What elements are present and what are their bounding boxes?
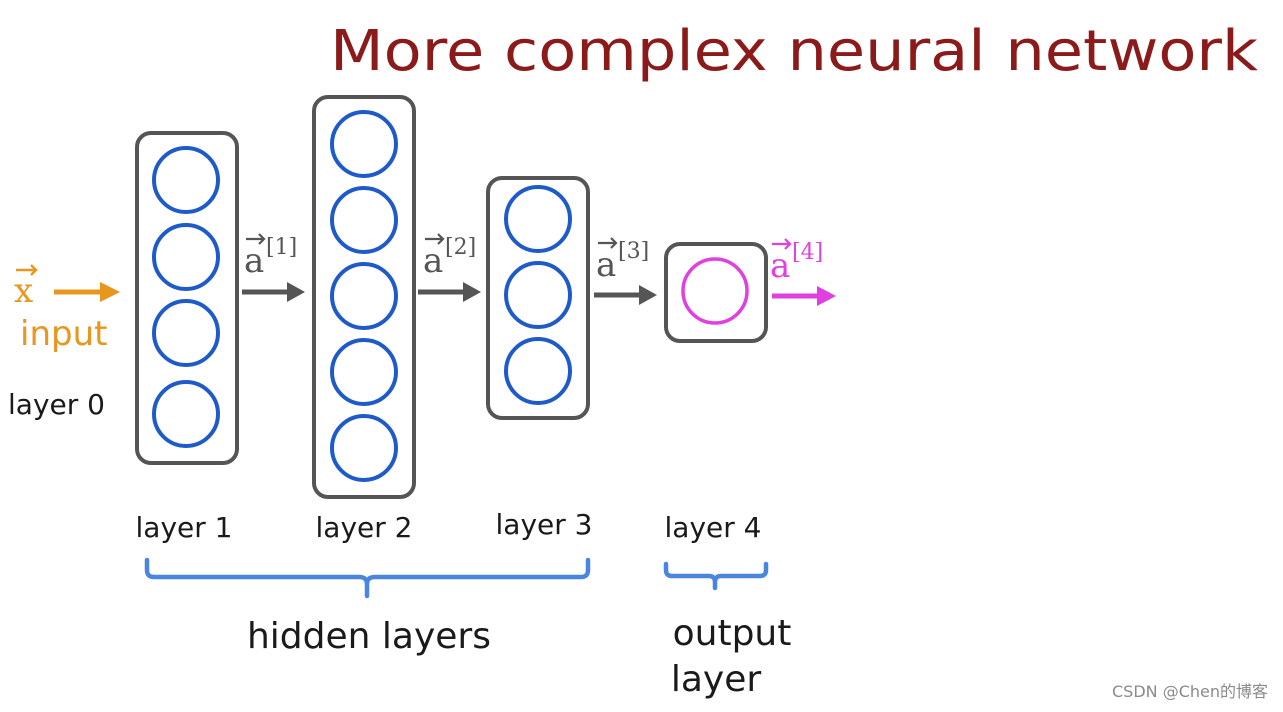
layer-4-label: layer 4 <box>665 511 762 544</box>
input-arrow <box>54 282 120 302</box>
arrow-2 <box>418 282 481 302</box>
neuron <box>330 338 398 406</box>
neuron <box>504 261 572 329</box>
activation-2-superscript: [2] <box>445 235 476 260</box>
activation-2-label: a [2] <box>423 233 476 281</box>
neuron <box>330 414 398 482</box>
neuron <box>152 380 220 448</box>
layer-1-box <box>135 131 239 465</box>
input-vector-label: x <box>14 264 38 311</box>
layer-2-label: layer 2 <box>316 511 413 544</box>
arrow-3 <box>594 285 657 305</box>
layer-3 <box>486 176 590 420</box>
layer-4 <box>664 242 768 343</box>
neuron <box>330 186 398 254</box>
arrow-1 <box>242 282 305 302</box>
layer-0-label: layer 0 <box>8 388 105 421</box>
layer-3-box <box>486 176 590 420</box>
hidden-layers-label: hidden layers <box>247 616 491 657</box>
activation-2-symbol: a <box>423 241 443 281</box>
input-vector-symbol: x <box>14 271 33 311</box>
layer-1-label: layer 1 <box>136 511 233 544</box>
activation-1-superscript: [1] <box>266 235 297 260</box>
watermark: CSDN @Chen的博客 <box>1112 682 1268 701</box>
neuron <box>152 299 220 367</box>
hidden-layers-brace <box>144 557 591 599</box>
activation-4-superscript: [4] <box>792 240 823 265</box>
neuron <box>330 110 398 178</box>
activation-3-symbol: a <box>596 245 616 285</box>
output-neuron <box>681 257 749 325</box>
output-layer-brace <box>663 561 769 591</box>
vector-arrow-icon <box>246 233 266 245</box>
activation-4-label: a [4] <box>770 238 823 286</box>
layer-4-box <box>664 242 768 343</box>
activation-4-symbol: a <box>770 246 790 286</box>
vector-arrow-icon <box>16 264 38 276</box>
neuron <box>504 185 572 253</box>
activation-1-label: a [1] <box>244 233 297 281</box>
layer-2 <box>312 95 416 499</box>
neuron <box>152 146 220 214</box>
neuron <box>330 262 398 330</box>
activation-3-label: a [3] <box>596 237 649 285</box>
vector-arrow-icon <box>772 238 792 250</box>
activation-3-superscript: [3] <box>618 239 649 264</box>
vector-arrow-icon <box>425 233 445 245</box>
input-label: input <box>20 314 107 354</box>
neuron <box>504 337 572 405</box>
output-layer-label-line1: output <box>673 613 792 654</box>
layer-1 <box>135 131 239 465</box>
layer-3-label: layer 3 <box>496 508 593 541</box>
page-title: More complex neural network <box>330 19 1259 84</box>
arrow-4 <box>772 286 836 306</box>
output-layer-label-line2: layer <box>671 659 762 700</box>
activation-1-symbol: a <box>244 241 264 281</box>
neuron <box>152 223 220 291</box>
layer-2-box <box>312 95 416 499</box>
vector-arrow-icon <box>598 237 618 249</box>
